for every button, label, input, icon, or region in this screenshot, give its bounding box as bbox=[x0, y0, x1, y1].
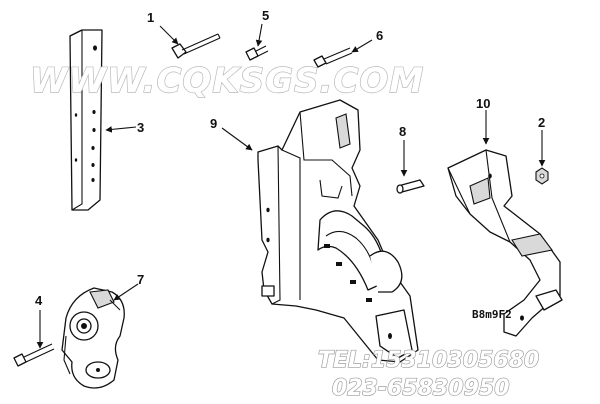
part-8-dowel-pin bbox=[396, 179, 425, 194]
callout-2: 2 bbox=[538, 115, 545, 130]
part-4-bolt bbox=[13, 343, 55, 367]
watermark-phone-2: 023-65830950 bbox=[332, 376, 510, 401]
callout-8: 8 bbox=[399, 124, 406, 139]
part-1-long-bolt bbox=[171, 33, 221, 59]
callout-1: 1 bbox=[147, 10, 154, 25]
callout-4: 4 bbox=[35, 293, 43, 308]
callout-labels: 1 2 3 4 5 6 7 8 9 10 bbox=[35, 8, 545, 308]
part-3-bracket-strip bbox=[69, 29, 103, 211]
leader-5 bbox=[255, 23, 263, 47]
callout-10: 10 bbox=[476, 96, 490, 111]
part-5-short-bolt bbox=[245, 45, 269, 61]
callout-7: 7 bbox=[137, 272, 144, 287]
part-2-nut bbox=[535, 167, 549, 185]
leader-6 bbox=[351, 39, 373, 53]
leader-9 bbox=[221, 127, 253, 151]
callout-leaders bbox=[36, 23, 546, 349]
part-7-tensioner bbox=[61, 287, 125, 389]
leader-1 bbox=[159, 25, 179, 45]
part-9-mounting-plate bbox=[257, 99, 419, 363]
callout-3: 3 bbox=[137, 120, 144, 135]
leader-7 bbox=[113, 283, 139, 301]
part-10-clamp-bracket bbox=[447, 149, 563, 337]
callout-5: 5 bbox=[262, 8, 269, 23]
watermark-phone-1: TEL:15310305680 bbox=[318, 348, 539, 373]
watermark-site: WWW.CQKSGS.COM bbox=[30, 61, 424, 101]
leader-3 bbox=[105, 126, 137, 133]
part-6-pin-bolt bbox=[313, 47, 353, 68]
drawing-stamp: B8m9F2 bbox=[472, 308, 512, 321]
callout-6: 6 bbox=[376, 28, 383, 43]
callout-9: 9 bbox=[210, 116, 217, 131]
